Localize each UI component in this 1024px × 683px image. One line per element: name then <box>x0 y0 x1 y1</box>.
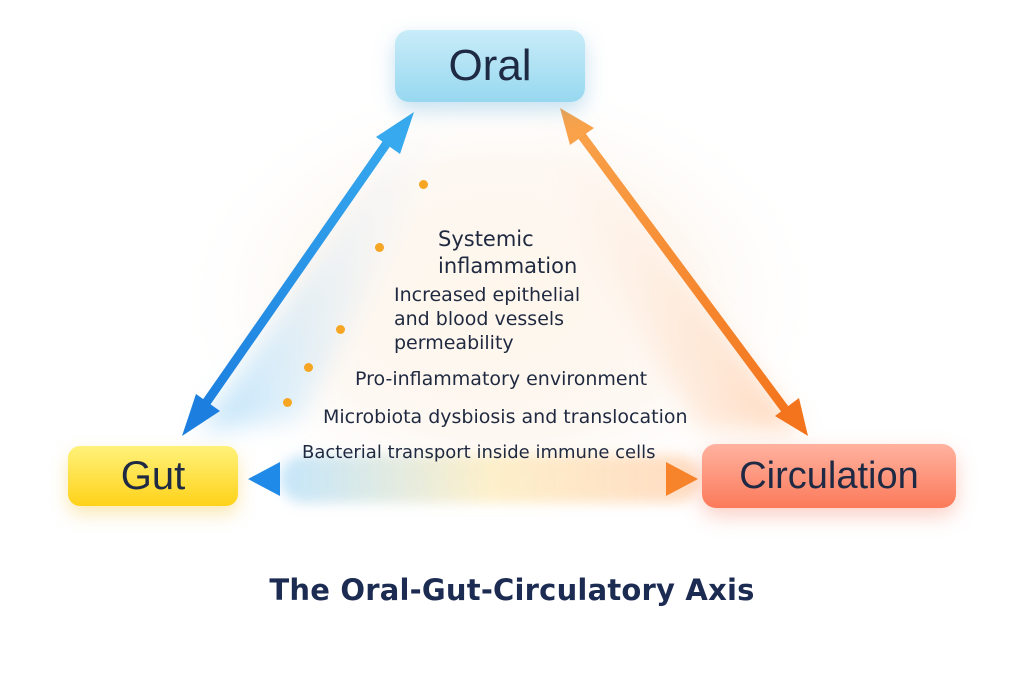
diagram-title: The Oral-Gut-Circulatory Axis <box>269 573 755 607</box>
arrowhead-down-left <box>182 394 220 436</box>
bullet-text: Microbiota dysbiosis and translocation <box>323 406 688 428</box>
arrowhead-right-bottom <box>666 462 698 496</box>
bullet-text: Systemic inflammation <box>438 227 578 278</box>
bullet-text: Bacterial transport inside immune cells <box>302 442 656 463</box>
arrowhead-up-right <box>560 108 594 145</box>
bullet-item-bacterial-transport: Bacterial transport inside immune cells <box>283 390 656 465</box>
oral-gut-arrow <box>182 112 414 436</box>
oral-circulation-arrow <box>560 108 808 436</box>
bullet-text: Increased epithelial and blood vessels p… <box>394 284 581 354</box>
bullet-item-dysbiosis: Microbiota dysbiosis and translocation <box>304 355 688 430</box>
gut-circulation-arrow <box>248 462 698 496</box>
left-glow-band <box>200 100 470 430</box>
arrowhead-up-left <box>376 112 414 154</box>
arrowhead-left-bottom <box>248 462 280 496</box>
bullet-text: Pro-inflammatory environment <box>355 368 648 390</box>
node-gut: Gut <box>68 446 238 506</box>
node-gut-label: Gut <box>120 453 186 498</box>
bullet-dot-icon <box>283 398 292 407</box>
bullet-dot-icon <box>375 243 384 252</box>
bullet-item-permeability: Increased epithelial and blood vessels p… <box>375 235 581 355</box>
node-circulation: Circulation <box>702 444 956 508</box>
bullet-dot-icon <box>419 180 428 189</box>
node-oral: Oral <box>395 30 585 102</box>
node-oral-label: Oral <box>448 41 532 90</box>
bullet-dot-icon <box>336 325 345 334</box>
node-circulation-label: Circulation <box>739 454 919 497</box>
bullet-item-systemic-inflammation: Systemic inflammation <box>419 172 578 280</box>
right-glow-band <box>505 100 800 430</box>
background-glow <box>170 70 830 530</box>
bullet-dot-icon <box>304 363 313 372</box>
arrowhead-down-right <box>775 398 808 436</box>
bullet-item-pro-inflammatory: Pro-inflammatory environment <box>336 317 648 392</box>
